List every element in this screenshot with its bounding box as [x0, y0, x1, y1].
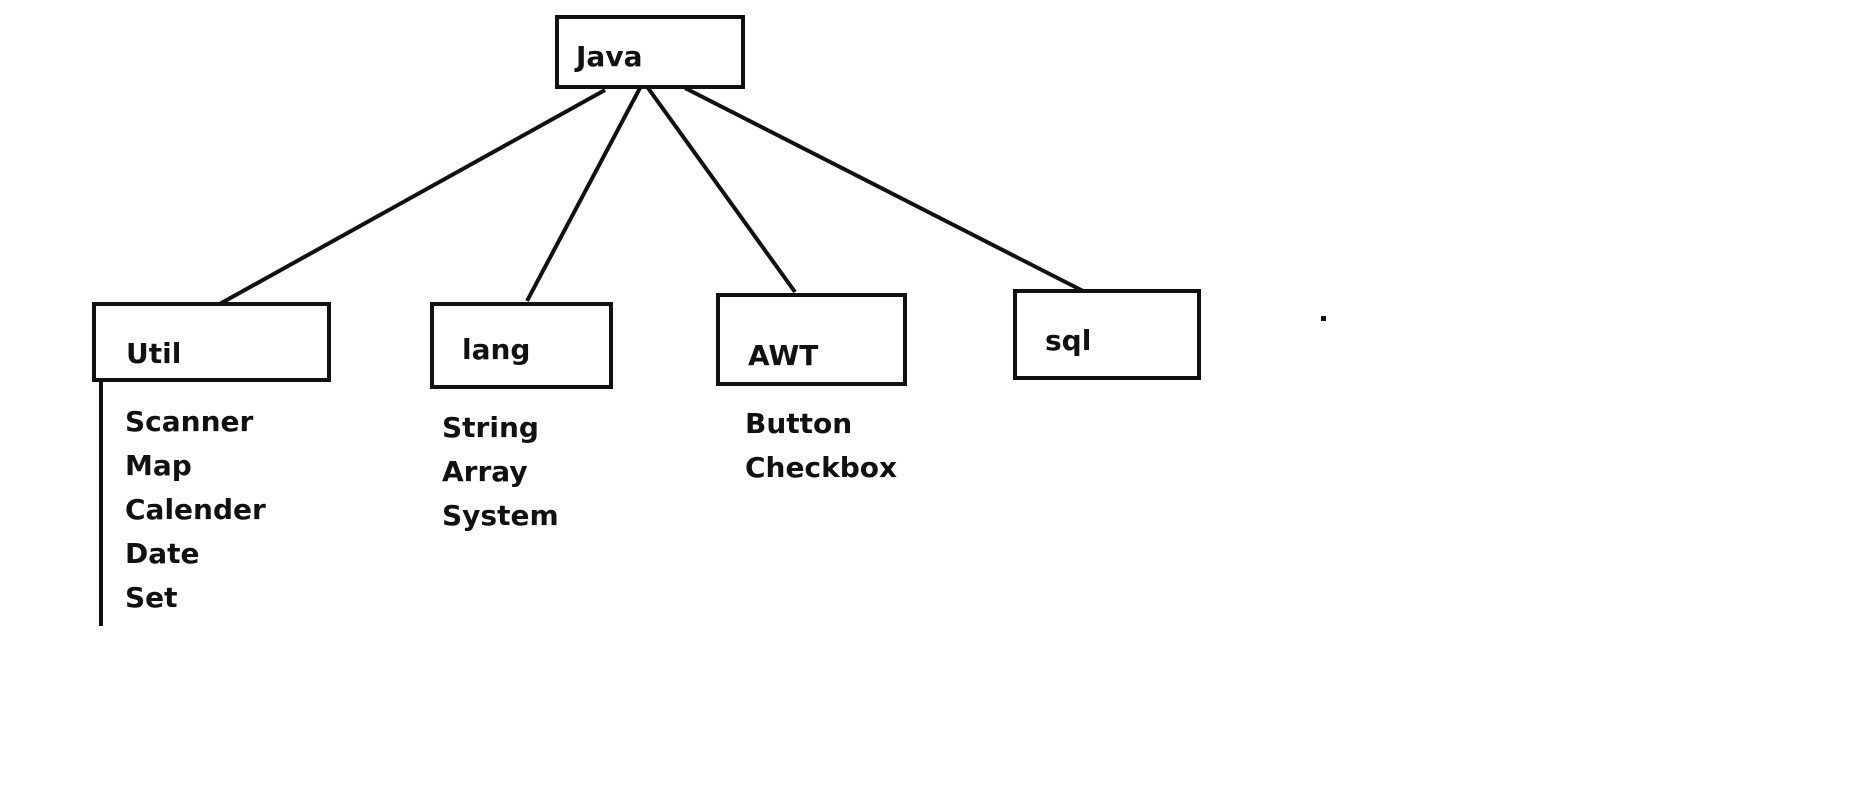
- package-box-awt: AWT: [716, 293, 907, 386]
- class-item: String: [442, 411, 539, 444]
- class-item: Button: [745, 407, 853, 440]
- class-item: Map: [125, 449, 192, 482]
- package-box-lang: lang: [430, 302, 613, 389]
- stray-dot: [1321, 316, 1326, 321]
- package-label-lang: lang: [462, 333, 531, 366]
- class-item: Array: [442, 455, 528, 488]
- class-list-util: Scanner Map Calender Date Set: [125, 400, 266, 620]
- package-label-awt: AWT: [748, 339, 819, 372]
- package-box-util: Util: [92, 302, 331, 382]
- connector-java-sql: [684, 86, 1086, 294]
- class-item: Set: [125, 581, 178, 614]
- class-item: Checkbox: [745, 451, 898, 484]
- class-item: Date: [125, 537, 200, 570]
- class-item: Scanner: [125, 405, 254, 438]
- class-list-awt: Button Checkbox: [745, 402, 897, 490]
- package-label-util: Util: [126, 337, 182, 370]
- connector-java-awt: [646, 86, 797, 294]
- java-root-label: Java: [576, 40, 643, 73]
- connector-java-util: [206, 88, 606, 313]
- class-item: Calender: [125, 493, 266, 526]
- package-box-sql: sql: [1013, 289, 1201, 380]
- package-label-sql: sql: [1045, 324, 1092, 357]
- java-root-box: Java: [555, 15, 745, 89]
- class-item: System: [442, 499, 559, 532]
- class-list-lang: String Array System: [442, 406, 559, 538]
- connector-java-lang: [525, 87, 642, 302]
